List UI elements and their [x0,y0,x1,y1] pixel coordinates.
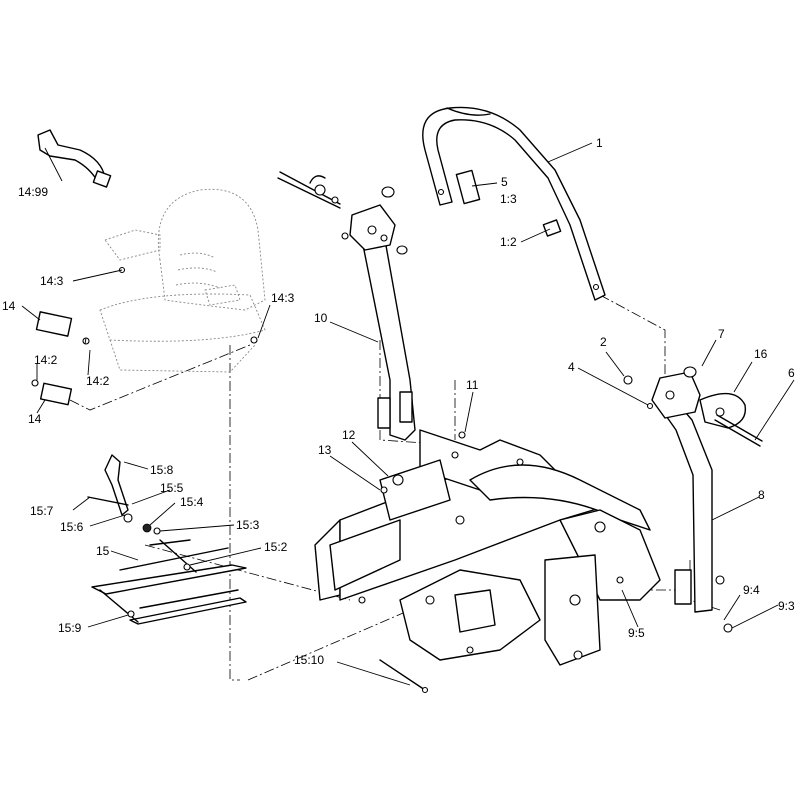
callout-1: 1 [596,136,603,150]
belt-buckle-lower [39,382,73,406]
callout-12: 12 [342,428,356,442]
callout-15-9: 15:9 [58,621,82,635]
callout-1-2: 1:2 [500,235,517,249]
callout-15-6: 15:6 [60,520,84,534]
callout-1-3: 1:3 [500,192,517,206]
callout-labels: 1 5 1:3 1:2 14:99 14:3 14:3 14 14:2 14:2… [2,136,795,667]
callout-11: 11 [466,378,479,392]
callout-15-2: 15:2 [264,540,288,554]
callout-9-5: 9:5 [628,626,645,640]
left-rollbar-pivot [277,171,416,441]
callout-14-2-upper: 14:2 [34,353,58,367]
callout-14-upper: 14 [2,299,16,313]
leader-lines [21,142,795,686]
callout-13: 13 [318,443,332,457]
seat-latch-handle [104,454,129,516]
roll-bar-label [542,219,562,237]
callout-7: 7 [718,327,725,341]
callout-15-8: 15:8 [150,463,174,477]
seat-ghost [99,188,266,373]
callout-14-99: 14:99 [18,185,48,199]
roll-bar [422,106,606,301]
callout-9-4: 9:4 [743,583,760,597]
callout-14-3-seat: 14:3 [40,274,64,288]
callout-15-5: 15:5 [160,481,184,495]
right-rollbar-pivot [623,366,763,633]
callout-8: 8 [758,488,765,502]
callout-14-3-bolt: 14:3 [271,291,295,305]
seat-mount [87,454,247,625]
callout-15-10: 15:10 [294,653,324,667]
callout-14-lower: 14 [28,412,42,426]
callout-2: 2 [600,335,607,349]
callout-14-2-lower: 14:2 [86,374,110,388]
main-frame [314,429,661,694]
callout-15: 15 [96,544,110,558]
callout-9-3: 9:3 [778,599,795,613]
callout-10: 10 [314,311,328,325]
seat-belt-strap [37,129,106,183]
callout-15-3: 15:3 [236,518,260,532]
belt-buckle-upper [35,311,73,337]
callout-15-7: 15:7 [30,504,54,518]
callout-16: 16 [754,347,768,361]
callout-5: 5 [501,175,508,189]
seat-belt-parts [31,129,258,406]
roll-bar-decal [455,169,481,205]
callout-15-4: 15:4 [180,495,204,509]
callout-6: 6 [788,366,795,380]
callout-4: 4 [568,360,575,374]
